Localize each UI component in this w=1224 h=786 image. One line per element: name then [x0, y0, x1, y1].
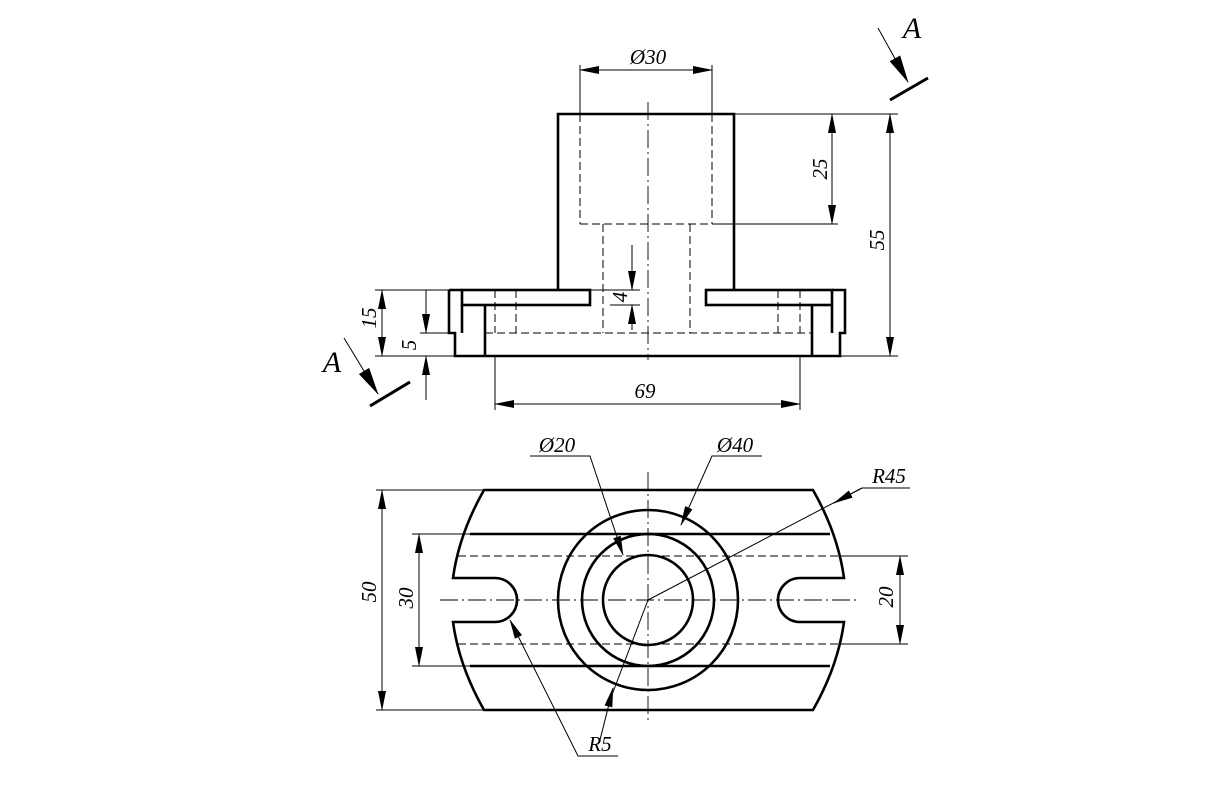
- front-hidden-lines: [485, 114, 812, 334]
- base-inner-steps: [460, 305, 834, 356]
- dim-length: 69: [635, 379, 657, 403]
- dim-total-height: 55: [865, 230, 889, 251]
- dim-recess-depth: 25: [808, 159, 832, 180]
- plate-outline: [451, 488, 846, 712]
- dim-top-diameter: Ø30: [629, 45, 667, 69]
- dim-outer-diameter: Ø40: [716, 433, 754, 457]
- section-marker-top: A: [877, 12, 929, 102]
- base-outline: [447, 288, 847, 358]
- dim-width: 50: [357, 581, 381, 603]
- dim-bore-span: 20: [874, 586, 898, 608]
- section-label-bottom: A: [321, 346, 342, 379]
- dim-arc-radius: R45: [871, 464, 906, 488]
- dim-slot-radius: R5: [587, 732, 611, 756]
- section-label-top: A: [901, 12, 922, 45]
- top-dimension-lines: [378, 455, 910, 757]
- dim-base-height: 5: [397, 340, 421, 351]
- boss-outline: [556, 112, 736, 290]
- dim-rail-spacing: 30: [394, 587, 418, 610]
- dim-inner-diameter: Ø20: [538, 433, 576, 457]
- section-marker-bottom: A: [321, 337, 411, 408]
- front-dimension-lines: [378, 66, 894, 408]
- front-view: Ø30 25 55 4 15 5 69: [357, 45, 898, 410]
- right-flange-plate: [704, 288, 834, 307]
- dim-groove: 4: [608, 291, 632, 302]
- front-extension-lines: [375, 65, 898, 410]
- top-view: Ø20 Ø40 R45 50 30 20 R5: [357, 433, 910, 757]
- left-flange-plate: [460, 288, 592, 307]
- dim-flange-height: 15: [357, 308, 381, 329]
